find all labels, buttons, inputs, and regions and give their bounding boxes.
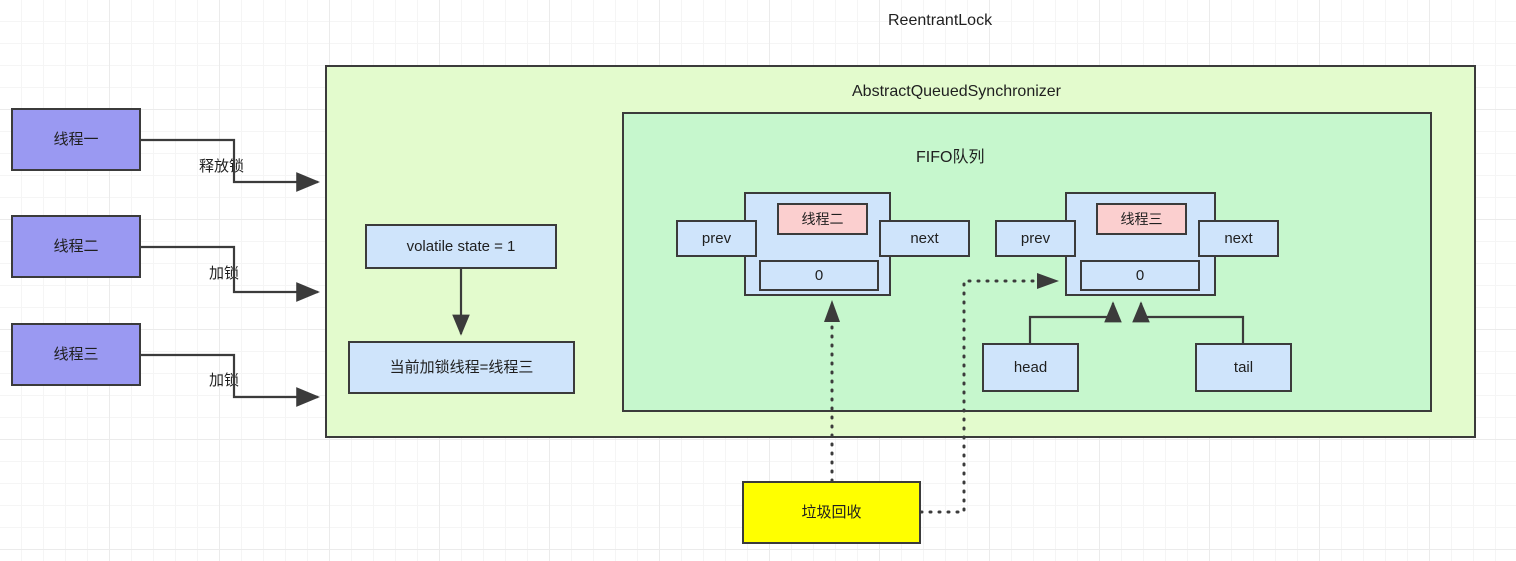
edge-label-lock-2: 加锁 [209,265,240,282]
queue-node-2-thread: 线程三 [1096,203,1187,235]
page-title: ReentrantLock [888,12,993,29]
garbage-collection-box: 垃圾回收 [742,481,921,544]
queue-node-2-next: next [1198,220,1279,257]
head-pointer-box: head [982,343,1079,392]
queue-node-2-prev: prev [995,220,1076,257]
queue-node-1-prev: prev [676,220,757,257]
queue-node-1-thread: 线程二 [777,203,868,235]
thread-box-2[interactable]: 线程二 [11,215,141,278]
current-lock-thread-box: 当前加锁线程=线程三 [348,341,575,394]
queue-node-1-next: next [879,220,970,257]
queue-node-2-waitstatus: 0 [1080,260,1200,291]
aqs-title: AbstractQueuedSynchronizer [852,83,1061,100]
edge-label-lock-3: 加锁 [209,372,240,389]
tail-pointer-box: tail [1195,343,1292,392]
edge-label-release-lock: 释放锁 [199,158,245,175]
thread-box-1[interactable]: 线程一 [11,108,141,171]
queue-node-1-waitstatus: 0 [759,260,879,291]
thread-box-3[interactable]: 线程三 [11,323,141,386]
volatile-state-box: volatile state = 1 [365,224,557,269]
fifo-title: FIFO队列 [916,149,985,166]
